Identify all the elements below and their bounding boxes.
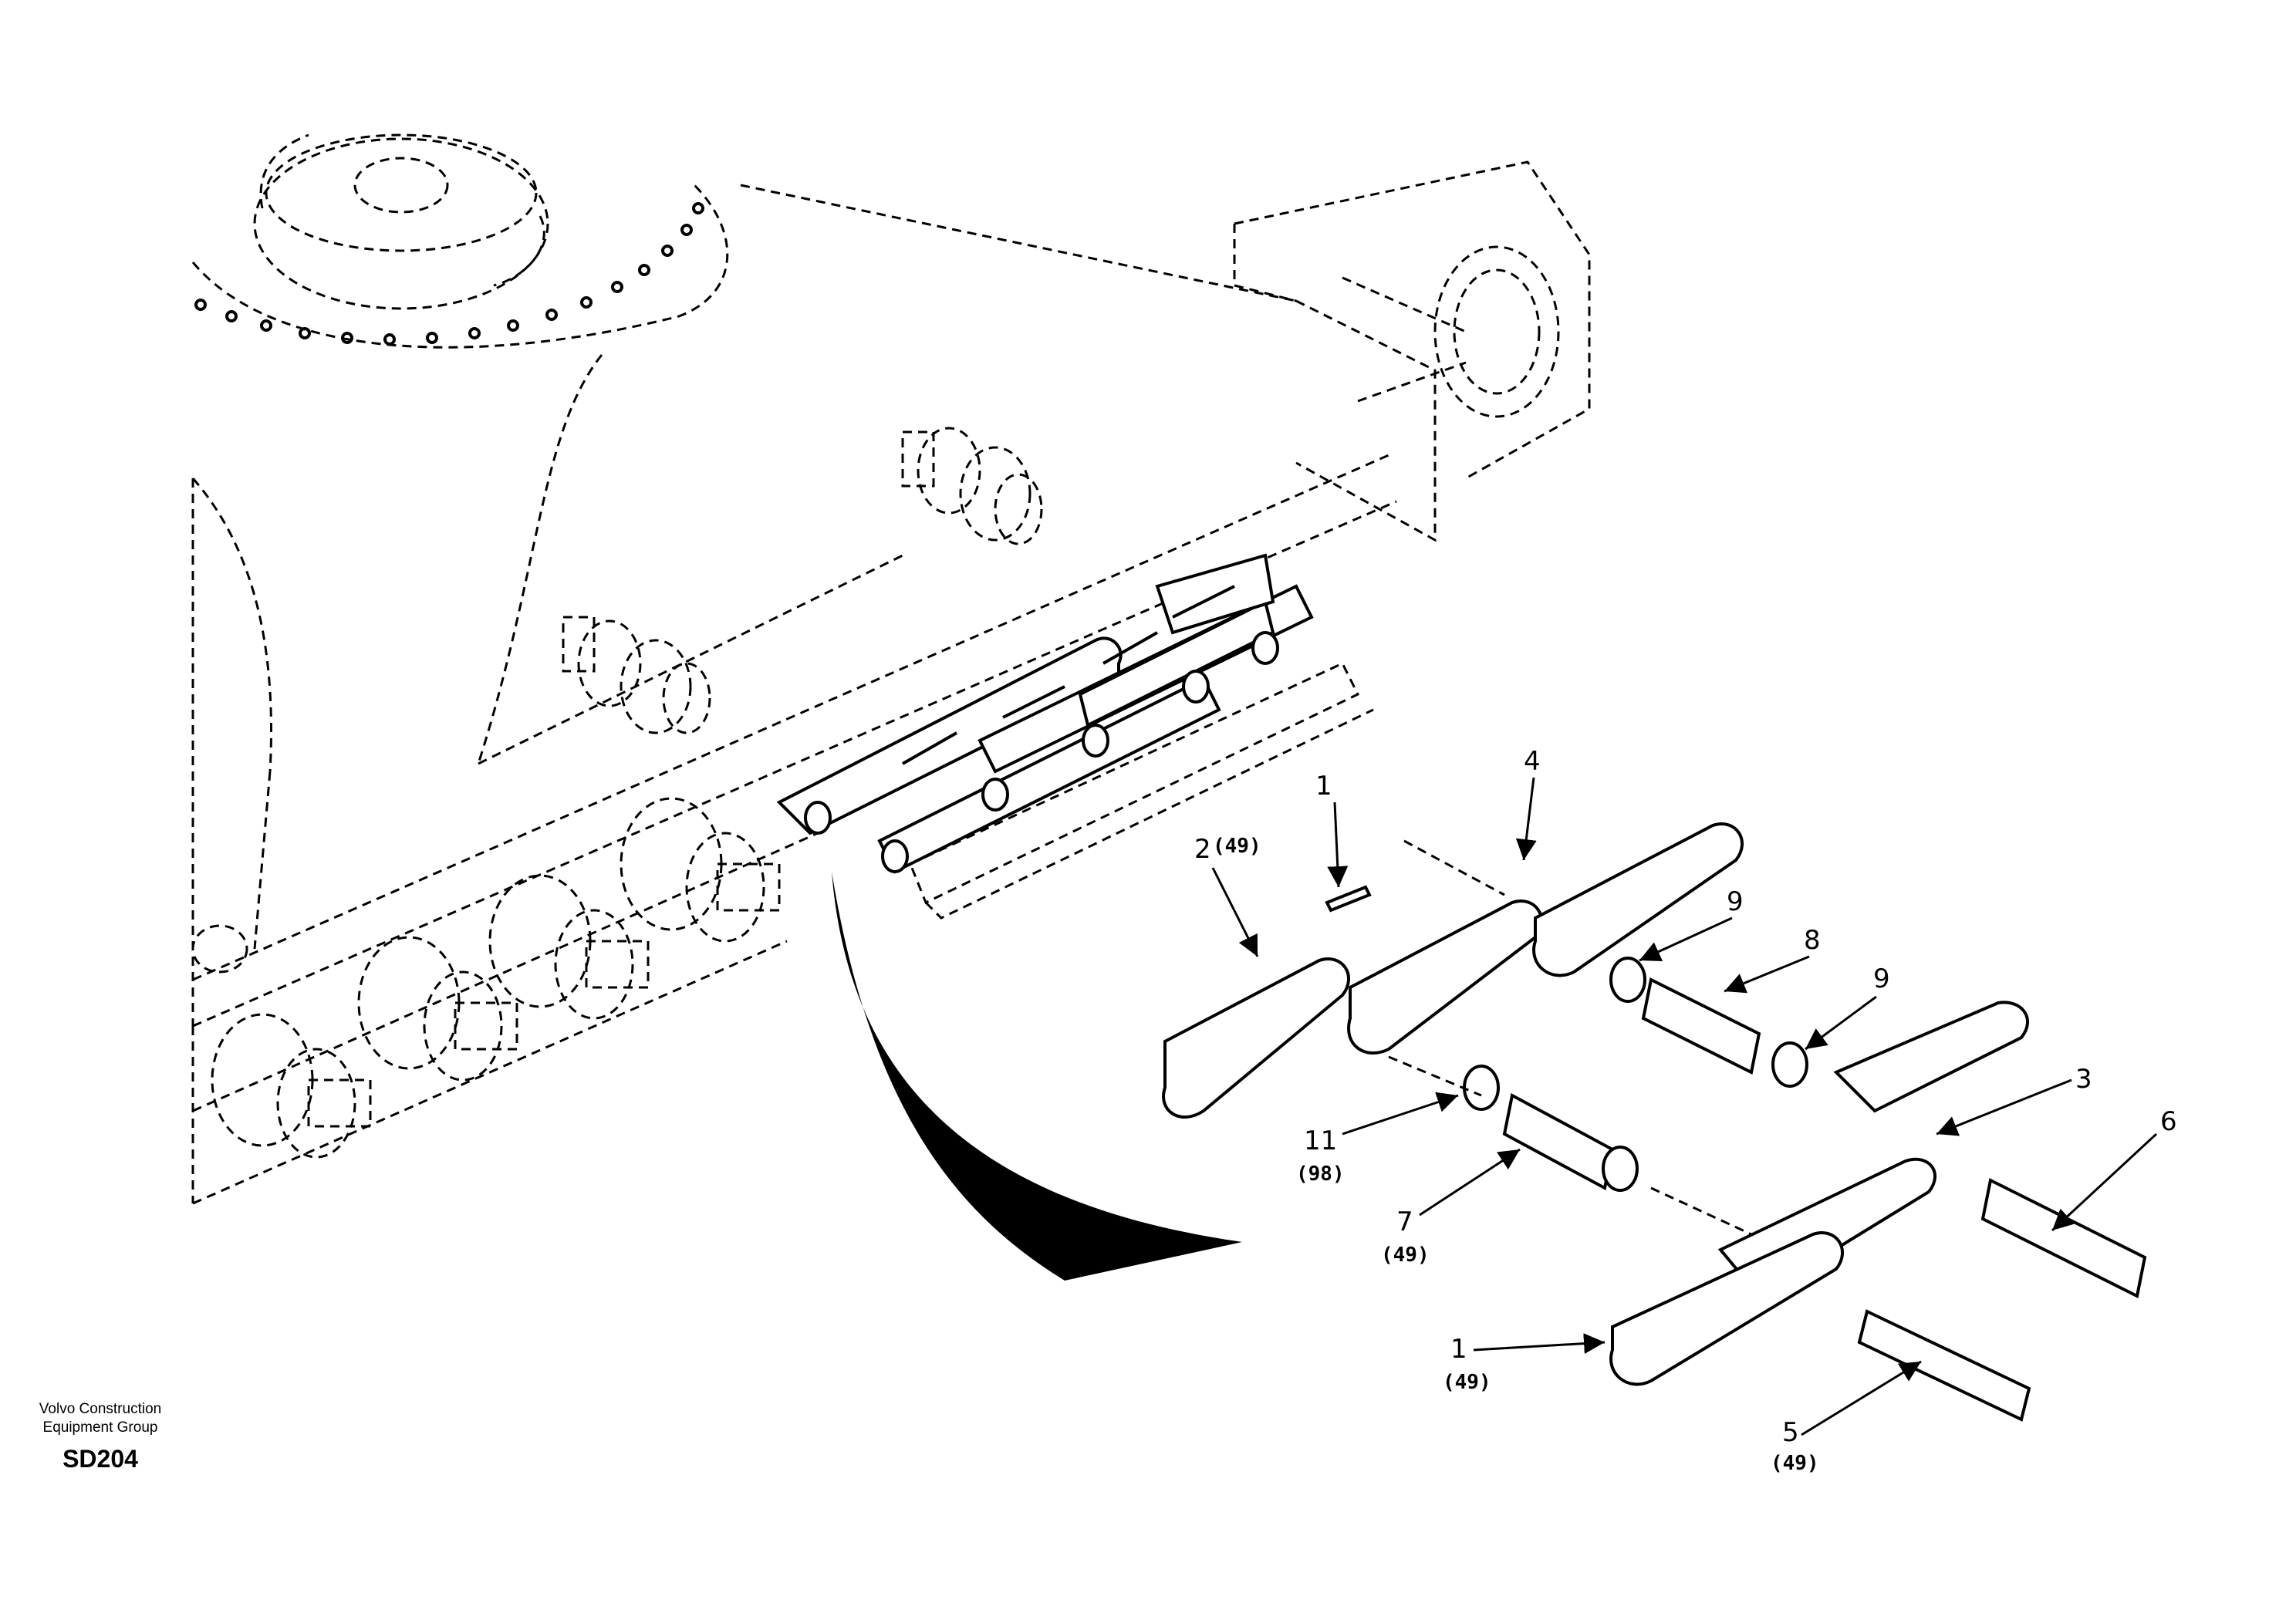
callout-9-upper: 9 [1639, 886, 1744, 962]
svg-text:9: 9 [1873, 964, 1890, 994]
callout-5-qty: (49) [1771, 1452, 1819, 1475]
org-name-line1: Volvo Construction [39, 1401, 162, 1417]
svg-text:1: 1 [1450, 1334, 1467, 1365]
callout-1-qty: (49) [1443, 1371, 1491, 1394]
exploded-parts [1162, 822, 2147, 1422]
svg-text:3: 3 [2075, 1064, 2092, 1095]
carrier-roller-lower [562, 616, 711, 734]
svg-text:9: 9 [1727, 886, 1744, 917]
callout-9-lower: 9 [1805, 964, 1890, 1051]
track-chain-assembly [776, 553, 1374, 920]
callout-2: 2 (49) [1194, 834, 1261, 957]
track-rollers [211, 797, 781, 1159]
svg-text:7: 7 [1396, 1207, 1413, 1237]
callout-4: 4 [1515, 746, 1541, 861]
curved-arrow [832, 872, 1242, 1281]
svg-text:5: 5 [1782, 1417, 1799, 1448]
svg-text:6: 6 [2160, 1106, 2177, 1137]
slewing-ring-bolts [194, 202, 704, 346]
callout-2-qty: (49) [1213, 835, 1261, 858]
callout-1: 1 (49) [1443, 1333, 1606, 1394]
callout-5: 5 (49) [1771, 1360, 1922, 1475]
callout-7-qty: (49) [1381, 1244, 1430, 1267]
callout-2-label: 2 [1194, 834, 1211, 865]
diagram-code: SD204 [62, 1445, 138, 1473]
callout-10: 1 [1315, 771, 1349, 888]
callout-8: 8 [1724, 925, 1821, 994]
callout-11: 11 (98) [1296, 1092, 1459, 1186]
undercarriage-frame [191, 133, 1591, 1205]
chain-pins [804, 631, 1279, 873]
svg-text:4: 4 [1524, 746, 1541, 777]
org-name-line2: Equipment Group [42, 1419, 158, 1436]
callout-11-qty: (98) [1296, 1163, 1345, 1186]
svg-text:1: 1 [1315, 771, 1332, 802]
svg-text:8: 8 [1804, 925, 1821, 956]
svg-text:11: 11 [1304, 1126, 1337, 1156]
carrier-roller-upper [901, 427, 1043, 545]
callout-6: 6 [2051, 1106, 2177, 1232]
callout-7: 7 (49) [1381, 1148, 1521, 1267]
footer-block: Volvo Construction Equipment Group SD204 [23, 1400, 177, 1473]
callout-3: 3 [1936, 1064, 2092, 1136]
